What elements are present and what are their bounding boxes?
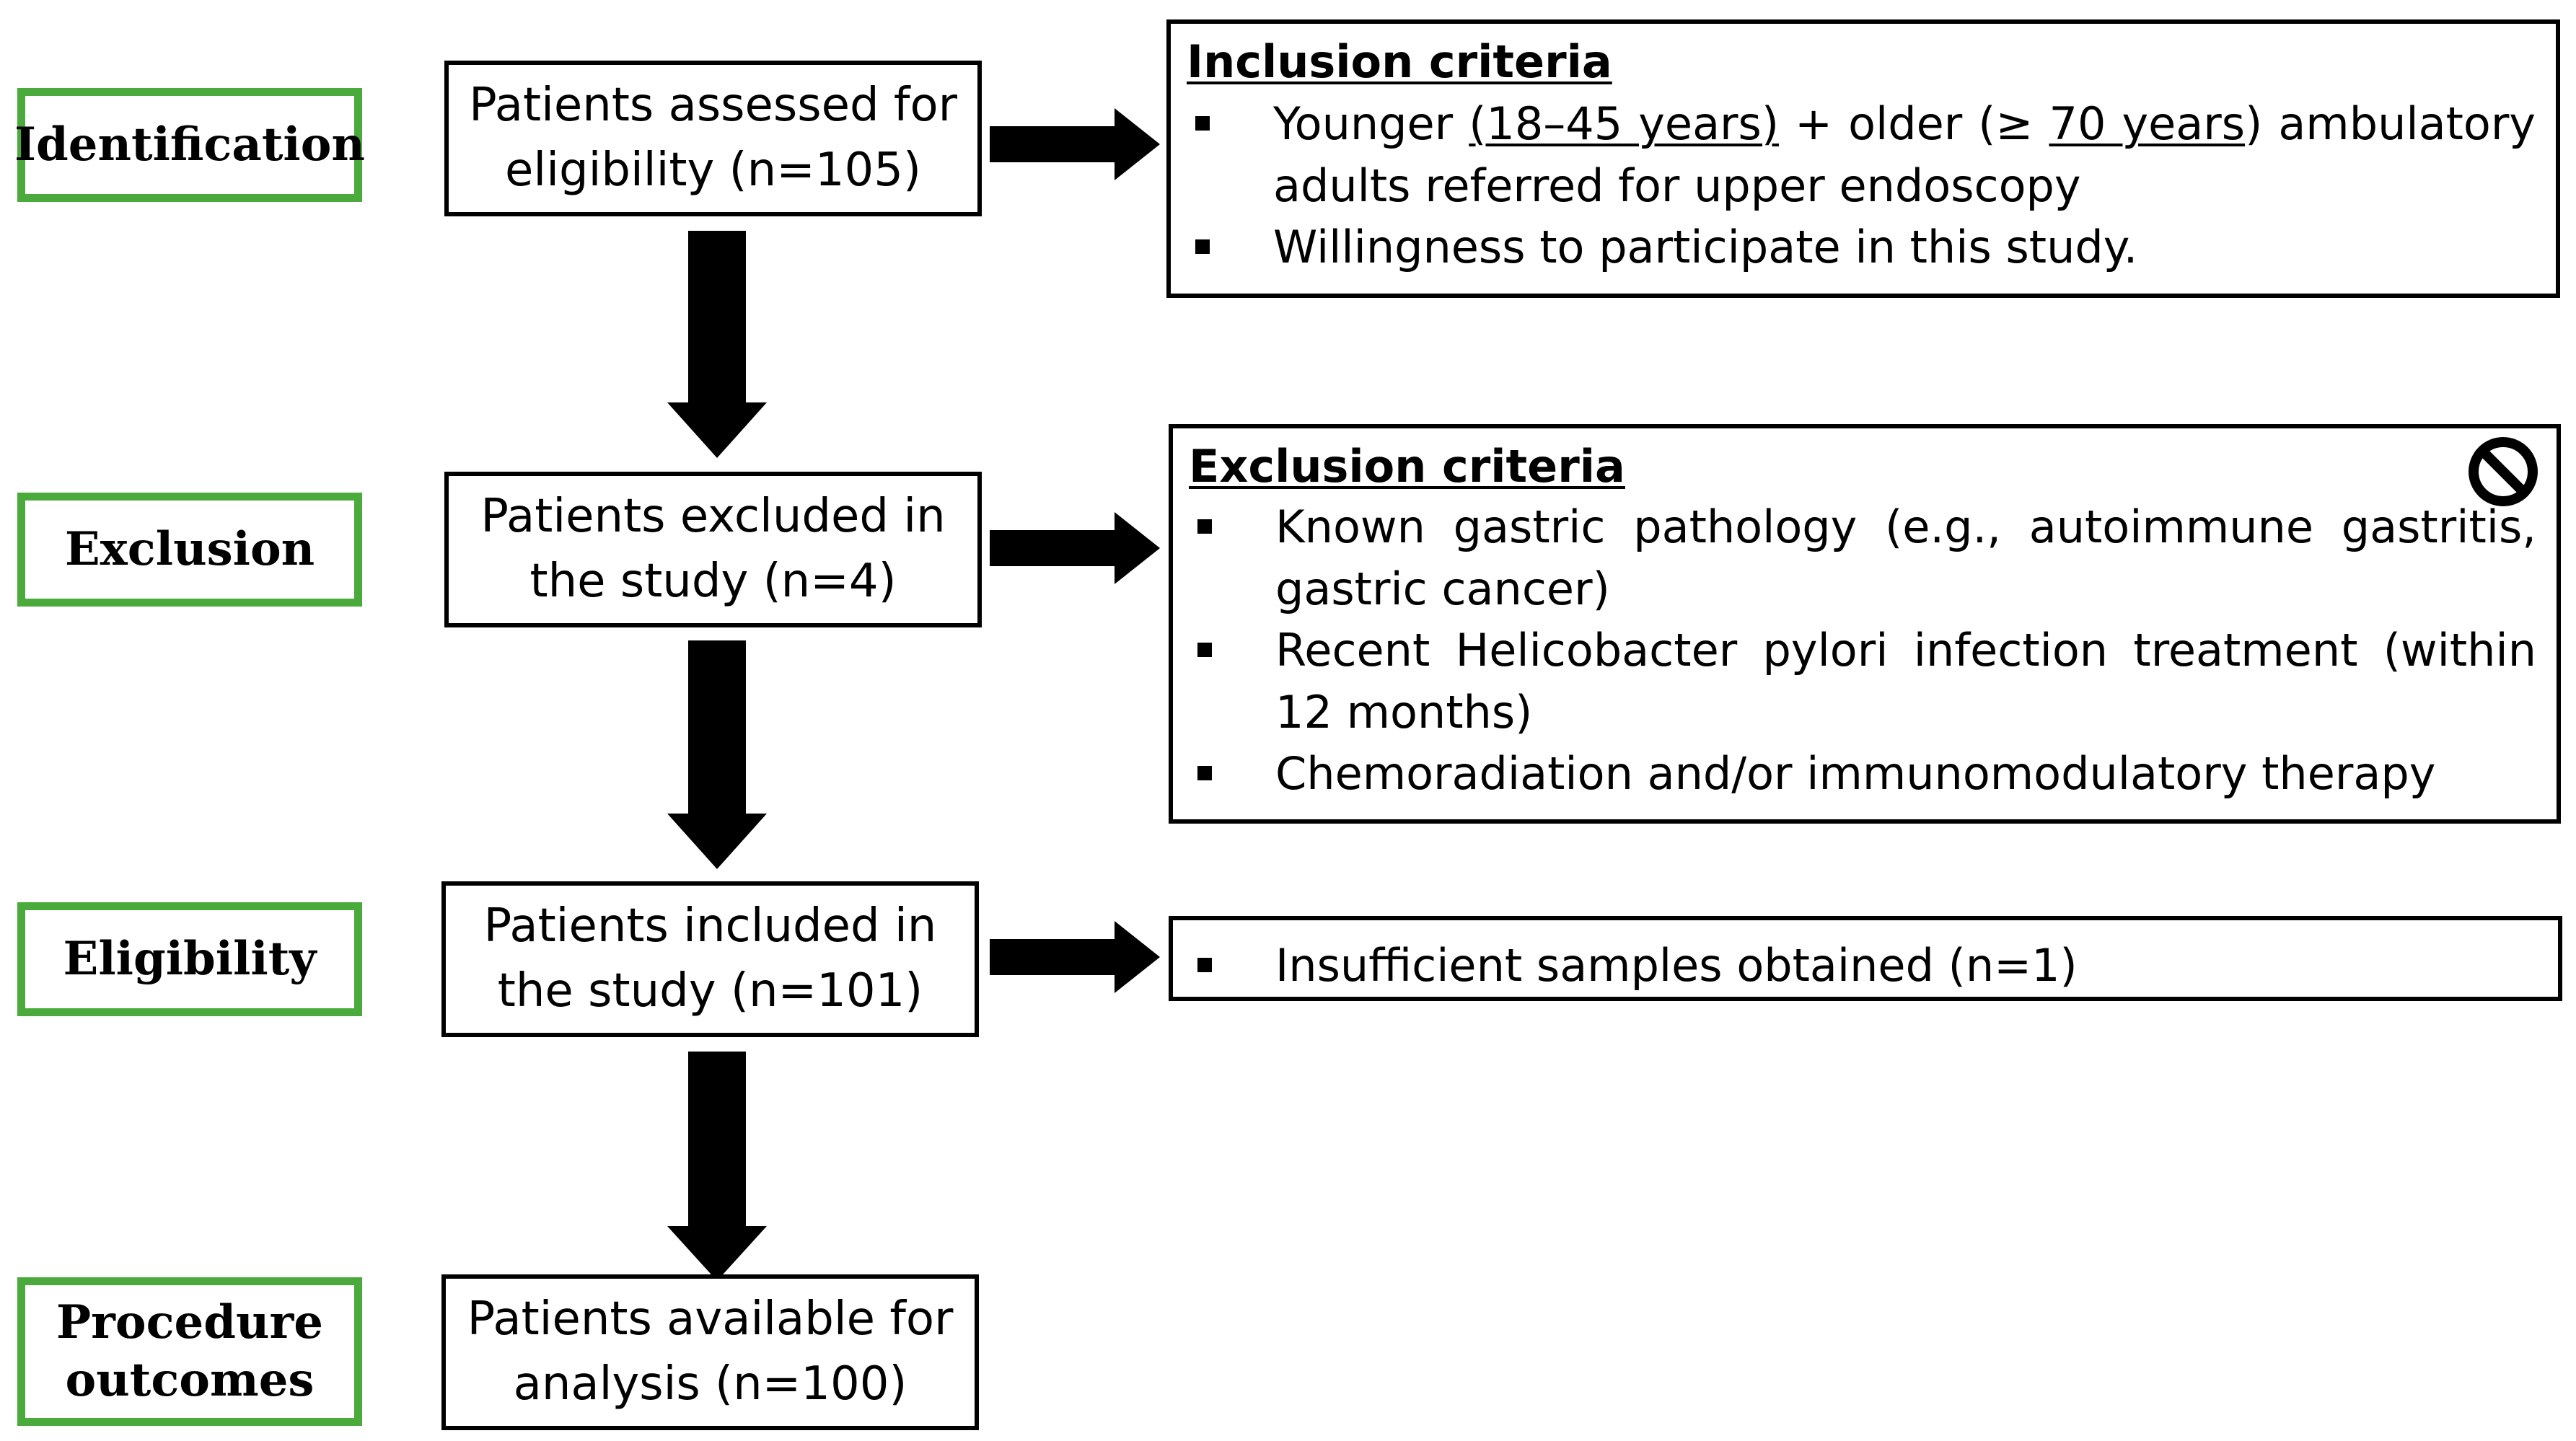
arrow-right-3 (990, 921, 1160, 993)
inclusion-item-text: + older (≥ (1779, 97, 2049, 150)
box-excluded: Patients excluded in the study (n=4) (444, 472, 982, 627)
bullet-icon (1195, 116, 1210, 131)
insufficient-samples-box: Insufficient samples obtained (n=1) (1169, 916, 2562, 1001)
exclusion-criteria-title: Exclusion criteria (1189, 440, 1625, 493)
inclusion-item-age-older: 70 years (2049, 97, 2246, 150)
inclusion-item-text: Younger (1273, 97, 1469, 150)
inclusion-item-age-younger: (18–45 years) (1469, 97, 1780, 150)
box-available: Patients available for analysis (n=100) (441, 1274, 979, 1430)
arrow-down-3 (667, 1052, 767, 1281)
arrow-down-1 (667, 231, 767, 458)
bullet-icon (1197, 958, 1212, 973)
box-assessed: Patients assessed for eligibility (n=105… (444, 61, 982, 216)
prohibited-icon (2469, 437, 2538, 506)
exclusion-item: Chemoradiation and/or immunomodulatory t… (1189, 743, 2536, 805)
inclusion-item: Willingness to participate in this study… (1187, 216, 2536, 278)
bullet-icon (1197, 519, 1212, 534)
eligibility-note-item: Insufficient samples obtained (n=1) (1189, 935, 2538, 997)
bullet-icon (1197, 766, 1212, 781)
exclusion-item: Recent Helicobacter pylori infection tre… (1189, 620, 2536, 743)
box-included: Patients included in the study (n=101) (441, 881, 979, 1037)
exclusion-criteria-box: Exclusion criteria Known gastric patholo… (1169, 424, 2561, 824)
bullet-icon (1195, 239, 1210, 255)
eligibility-note-text: Insufficient samples obtained (n=1) (1275, 939, 2078, 992)
inclusion-criteria-box: Inclusion criteria Younger (18–45 years)… (1166, 19, 2560, 298)
inclusion-criteria-title: Inclusion criteria (1187, 35, 1612, 88)
inclusion-criteria-list: Younger (18–45 years) + older (≥ 70 year… (1187, 93, 2536, 278)
bullet-icon (1197, 643, 1212, 658)
inclusion-item-text: ) ambulatory adults referred for upper e… (1273, 97, 2536, 212)
exclusion-item-text: Chemoradiation and/or immunomodulatory t… (1275, 747, 2436, 801)
arrow-right-2 (990, 512, 1160, 584)
inclusion-item-text: Willingness to participate in this study… (1273, 221, 2138, 274)
exclusion-item-text: Known gastric pathology (e.g., autoimmun… (1275, 501, 2536, 615)
arrow-right-1 (990, 108, 1160, 180)
stage-identification: Identification (14, 88, 365, 202)
stage-eligibility: Eligibility (17, 902, 362, 1016)
arrow-down-2 (667, 640, 767, 869)
stage-procedure-outcomes: Procedure outcomes (17, 1277, 362, 1426)
stage-exclusion: Exclusion (17, 493, 362, 607)
exclusion-item: Known gastric pathology (e.g., autoimmun… (1189, 496, 2536, 620)
inclusion-item: Younger (18–45 years) + older (≥ 70 year… (1187, 93, 2536, 216)
exclusion-item-text: Recent Helicobacter pylori infection tre… (1275, 624, 2536, 739)
eligibility-note-list: Insufficient samples obtained (n=1) (1189, 935, 2538, 997)
exclusion-criteria-list: Known gastric pathology (e.g., autoimmun… (1189, 496, 2536, 805)
